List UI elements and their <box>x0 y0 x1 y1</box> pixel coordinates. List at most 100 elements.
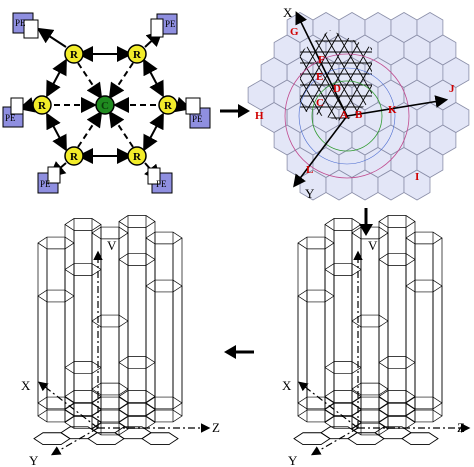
prism-top <box>118 215 156 228</box>
tri-line <box>350 30 372 122</box>
svg-text:R: R <box>38 100 47 112</box>
prism-top <box>37 289 75 303</box>
svg-text:I: I <box>415 171 419 183</box>
pe-node: PE <box>37 166 61 194</box>
tri-line <box>334 30 372 122</box>
svg-text:X: X <box>282 378 292 393</box>
router-nodes: R R R R R R C <box>32 44 178 166</box>
pe-nodes: PE PE PE PE PE <box>2 12 211 194</box>
pe-node: PE <box>150 13 178 38</box>
router-node: R <box>127 146 147 166</box>
iso-axes <box>38 250 211 456</box>
svg-text:Z: Z <box>457 420 465 435</box>
svg-text:B: B <box>355 109 363 121</box>
prism-top <box>64 361 102 374</box>
svg-text:Y: Y <box>29 453 39 467</box>
svg-text:K: K <box>388 104 397 116</box>
prism-top <box>64 218 102 231</box>
hex-prism-cluster <box>297 215 443 436</box>
svg-text:R: R <box>133 151 142 163</box>
svg-text:Y: Y <box>288 453 298 467</box>
svg-text:E: E <box>316 71 323 83</box>
router-node: R <box>64 146 84 166</box>
prism-top <box>405 279 443 293</box>
prism-top <box>324 218 362 231</box>
svg-text:H: H <box>255 110 264 122</box>
svg-text:Z: Z <box>212 420 220 435</box>
range-ring-outer <box>284 53 410 179</box>
floor-hex <box>401 432 439 446</box>
router-node: R <box>158 95 178 115</box>
range-ring-mid <box>298 67 396 165</box>
pe-node: PE <box>185 97 211 129</box>
tri-line <box>209 30 262 122</box>
svg-text:V: V <box>368 238 378 253</box>
prism-top <box>37 236 75 250</box>
y-axis-label: Y <box>305 186 315 201</box>
pe-label: PE <box>192 114 203 124</box>
prism-top <box>324 361 362 374</box>
hex-map-panel: X Y A B C D E F G H I J K L <box>209 5 470 201</box>
svg-text:D: D <box>333 83 341 95</box>
center-node: C <box>95 95 115 115</box>
tri-line <box>337 30 372 122</box>
isometric-left-panel <box>33 215 211 456</box>
svg-text:R: R <box>133 49 142 61</box>
tri-line <box>300 30 339 122</box>
prism-top <box>145 279 183 293</box>
svg-text:R: R <box>70 49 79 61</box>
prism-top <box>118 356 156 369</box>
svg-text:R: R <box>70 151 79 163</box>
range-ring-inner <box>311 80 383 152</box>
network-panel: PE PE PE PE PE <box>2 12 211 194</box>
prism-top <box>378 215 416 228</box>
floor-tiles <box>293 426 439 446</box>
floor-tiles <box>33 426 179 446</box>
pe-node: PE <box>2 97 24 128</box>
svg-text:V: V <box>107 238 117 253</box>
svg-text:C: C <box>101 100 109 112</box>
isometric-right-panel <box>293 215 471 456</box>
router-node: R <box>127 44 147 64</box>
svg-text:X: X <box>21 378 31 393</box>
hex-prism-cluster <box>37 215 183 436</box>
svg-text:A: A <box>340 109 348 121</box>
prism-top <box>297 236 335 250</box>
prism-top <box>64 263 102 276</box>
svg-text:C: C <box>316 97 324 109</box>
pe-label: PE <box>5 113 16 123</box>
pe-node: PE <box>147 167 173 194</box>
hex-axes <box>293 11 449 188</box>
prism-top <box>378 253 416 266</box>
prism-top <box>378 356 416 369</box>
flow-arrow-left <box>224 345 254 359</box>
region-labels: A B C D E F G H I J K L <box>255 26 455 183</box>
iso-right-labels: V X Y Z <box>282 238 465 467</box>
pe-node: PE <box>12 12 39 39</box>
floor-hex <box>141 432 179 446</box>
svg-text:L: L <box>306 164 313 176</box>
pe-label: PE <box>165 19 176 29</box>
prism-top <box>324 263 362 276</box>
prism-top <box>118 253 156 266</box>
router-node: R <box>64 44 84 64</box>
hex-cell <box>442 57 470 88</box>
tri-line <box>309 30 364 122</box>
prism-top <box>297 289 335 303</box>
pe-label: PE <box>15 18 26 28</box>
iso-left-labels: V X Y Z <box>21 238 220 467</box>
x-axis-label: X <box>283 5 293 20</box>
tri-line <box>347 30 372 122</box>
tri-line <box>300 30 314 122</box>
tri-line <box>300 30 326 122</box>
router-node: R <box>32 95 52 115</box>
svg-text:R: R <box>164 100 173 112</box>
pe-label: PE <box>156 179 167 189</box>
prism-top <box>145 231 183 245</box>
prism-top <box>405 231 443 245</box>
hex-grid <box>247 12 470 201</box>
floor-hex <box>87 432 125 446</box>
pe-label: PE <box>40 179 51 189</box>
floor-hex <box>347 432 385 446</box>
